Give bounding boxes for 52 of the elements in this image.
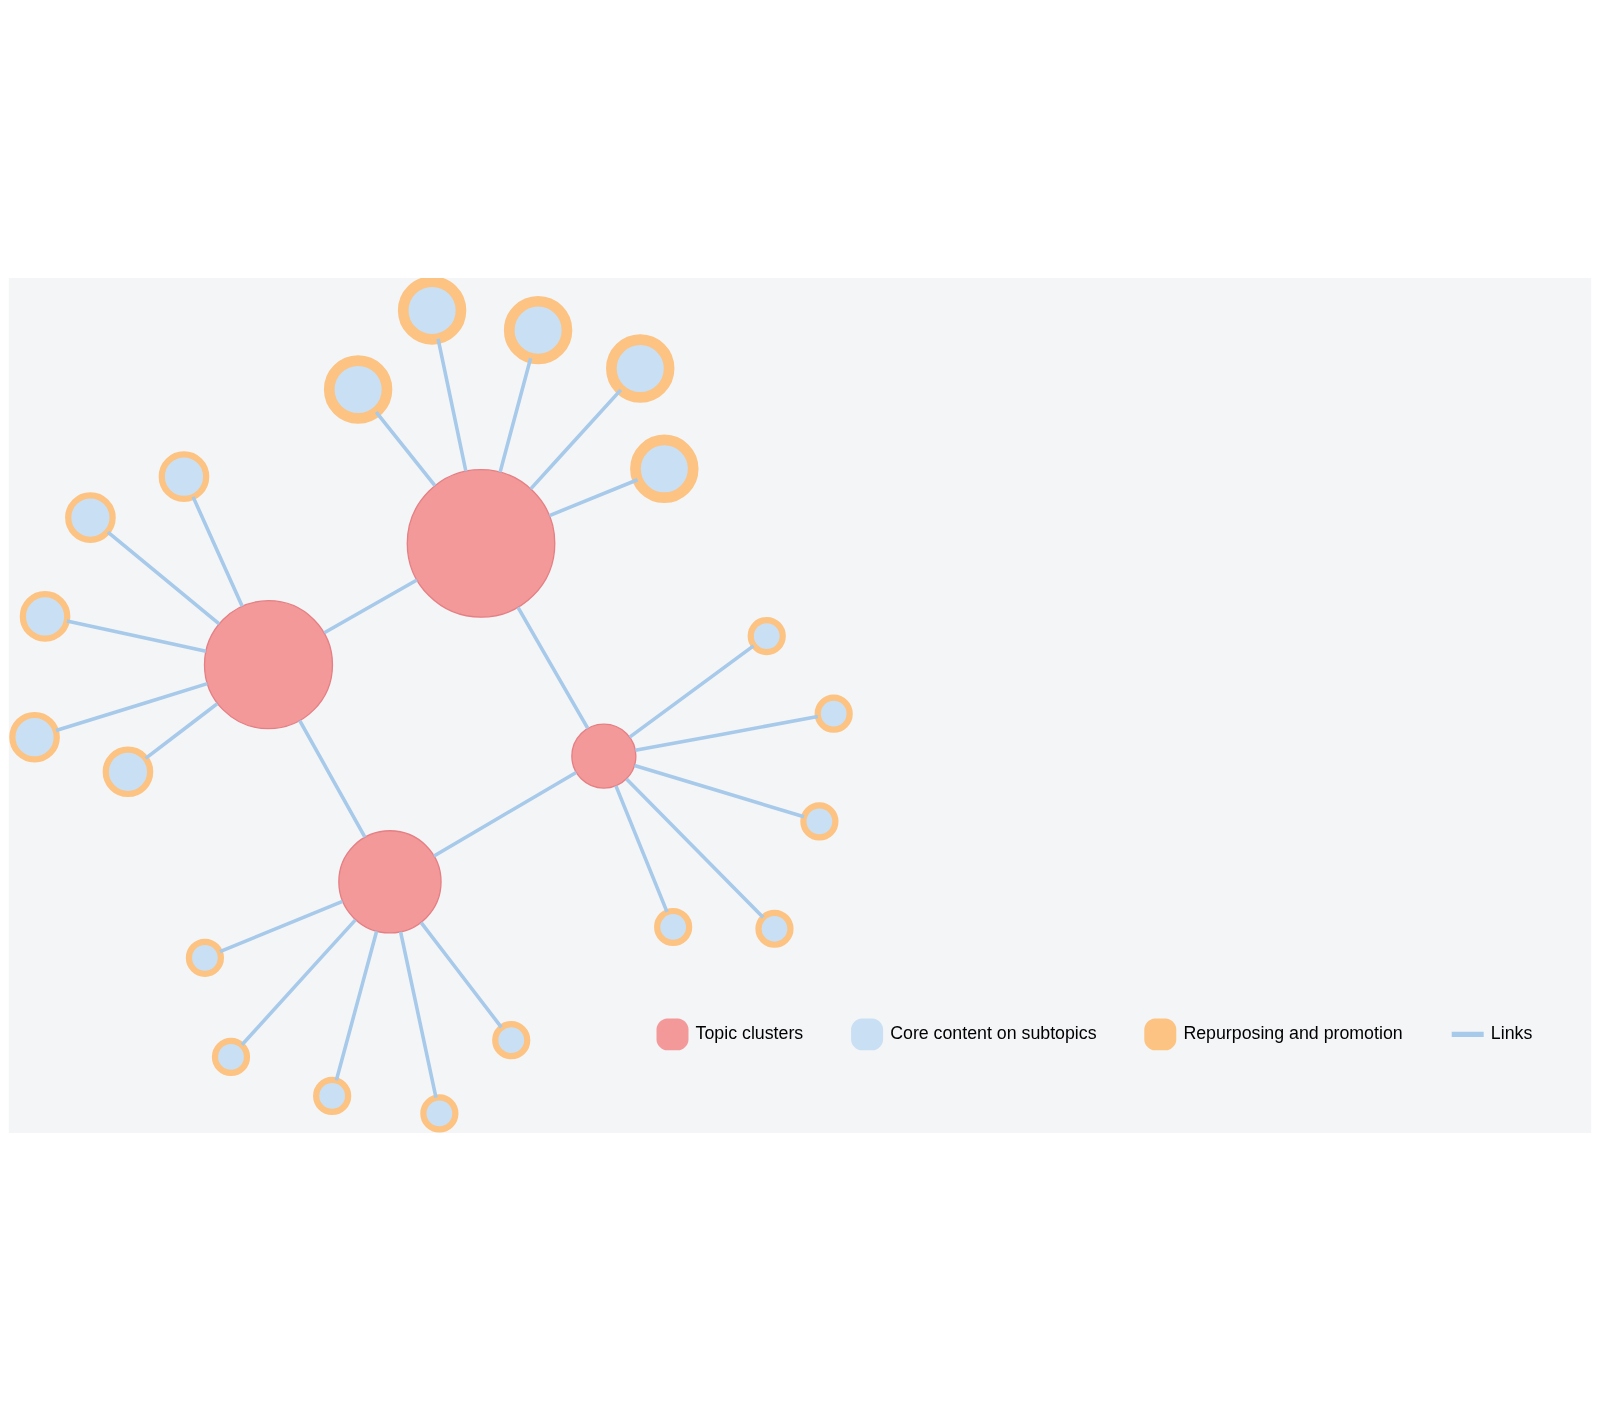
- connector: [436, 338, 468, 471]
- node-circle: [102, 745, 154, 797]
- connector: [625, 777, 765, 919]
- connector: [614, 784, 669, 912]
- node-circle: [814, 694, 853, 733]
- connector: [374, 410, 437, 487]
- node-circle: [211, 1037, 251, 1076]
- connector: [106, 530, 221, 625]
- connector: [498, 357, 533, 473]
- connector: [240, 918, 357, 1046]
- legend-label: Links: [1490, 1022, 1533, 1043]
- connector: [516, 606, 590, 729]
- node-circle: [185, 938, 224, 977]
- connector: [635, 714, 819, 752]
- node-circle: [492, 1020, 531, 1059]
- node-circle: [338, 829, 442, 934]
- node-circle: [800, 801, 839, 841]
- node-circle: [323, 354, 393, 424]
- connector: [634, 763, 805, 818]
- connector: [334, 930, 379, 1081]
- node-circle: [630, 434, 699, 503]
- node-circle: [755, 909, 794, 948]
- connector: [548, 477, 639, 517]
- connector: [55, 681, 208, 732]
- node-circle: [313, 1076, 352, 1115]
- node-circle: [503, 295, 573, 364]
- node-circle: [158, 450, 210, 502]
- connector: [144, 701, 219, 760]
- connector: [298, 719, 367, 838]
- node-circle: [406, 468, 556, 618]
- node-circle: [9, 711, 60, 763]
- connector: [323, 577, 418, 634]
- connector: [433, 770, 578, 857]
- connector: [191, 495, 244, 607]
- connector: [628, 643, 755, 739]
- node-circle: [19, 590, 71, 642]
- node-circle: [203, 599, 334, 729]
- node-circle: [420, 1093, 459, 1133]
- node-circle: [571, 723, 637, 789]
- legend-label: Core content on subtopics: [890, 1022, 1097, 1043]
- node-circle: [747, 616, 786, 655]
- node-circle: [654, 907, 693, 946]
- connector: [398, 930, 438, 1098]
- connector: [219, 899, 344, 953]
- legend-label: Topic clusters: [695, 1022, 804, 1043]
- node-circle: [65, 491, 116, 543]
- node-circle: [397, 277, 467, 345]
- connector: [419, 921, 503, 1028]
- connector: [529, 388, 623, 490]
- legend-label: Repurposing and promotion: [1183, 1022, 1403, 1043]
- node-circle: [606, 333, 675, 403]
- connector: [66, 618, 207, 653]
